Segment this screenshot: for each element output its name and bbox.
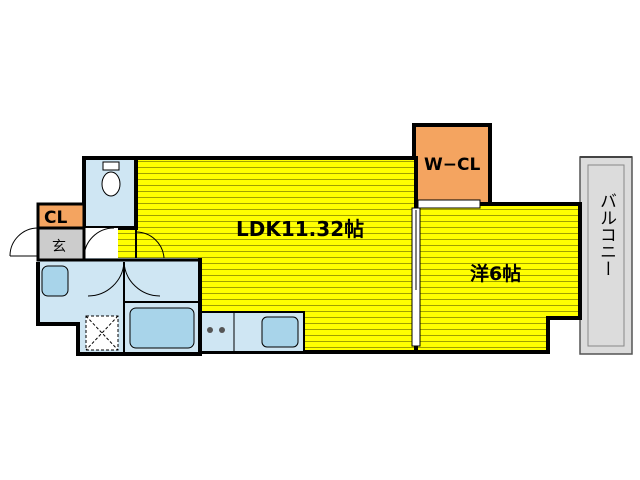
western-room-label: 洋6帖: [470, 262, 521, 285]
bathtub-icon: [129, 307, 195, 349]
balcony-label: バルコニー: [596, 192, 616, 277]
sliding-door: [411, 207, 421, 347]
western-room: 洋6帖: [414, 202, 582, 354]
ldk-label: LDK11.32帖: [236, 217, 364, 241]
closet: CL: [36, 202, 86, 230]
toilet-icon: [101, 171, 121, 197]
sink-icon: [261, 316, 299, 348]
washbasin-icon: [41, 265, 69, 297]
entrance: 玄: [9, 226, 86, 262]
walk-in-closet: W−CL: [412, 123, 492, 206]
closet-label: CL: [44, 208, 67, 228]
closet-door: [417, 199, 481, 209]
entrance-label: 玄: [52, 238, 66, 255]
stove-icon: [207, 327, 225, 333]
wash-room: [36, 258, 202, 356]
balcony: バルコニー: [579, 156, 633, 355]
kitchen-counter: [199, 311, 305, 353]
walk-in-closet-label: W−CL: [424, 155, 480, 175]
laundry-pan: [85, 315, 119, 351]
toilet-room: [82, 156, 138, 230]
